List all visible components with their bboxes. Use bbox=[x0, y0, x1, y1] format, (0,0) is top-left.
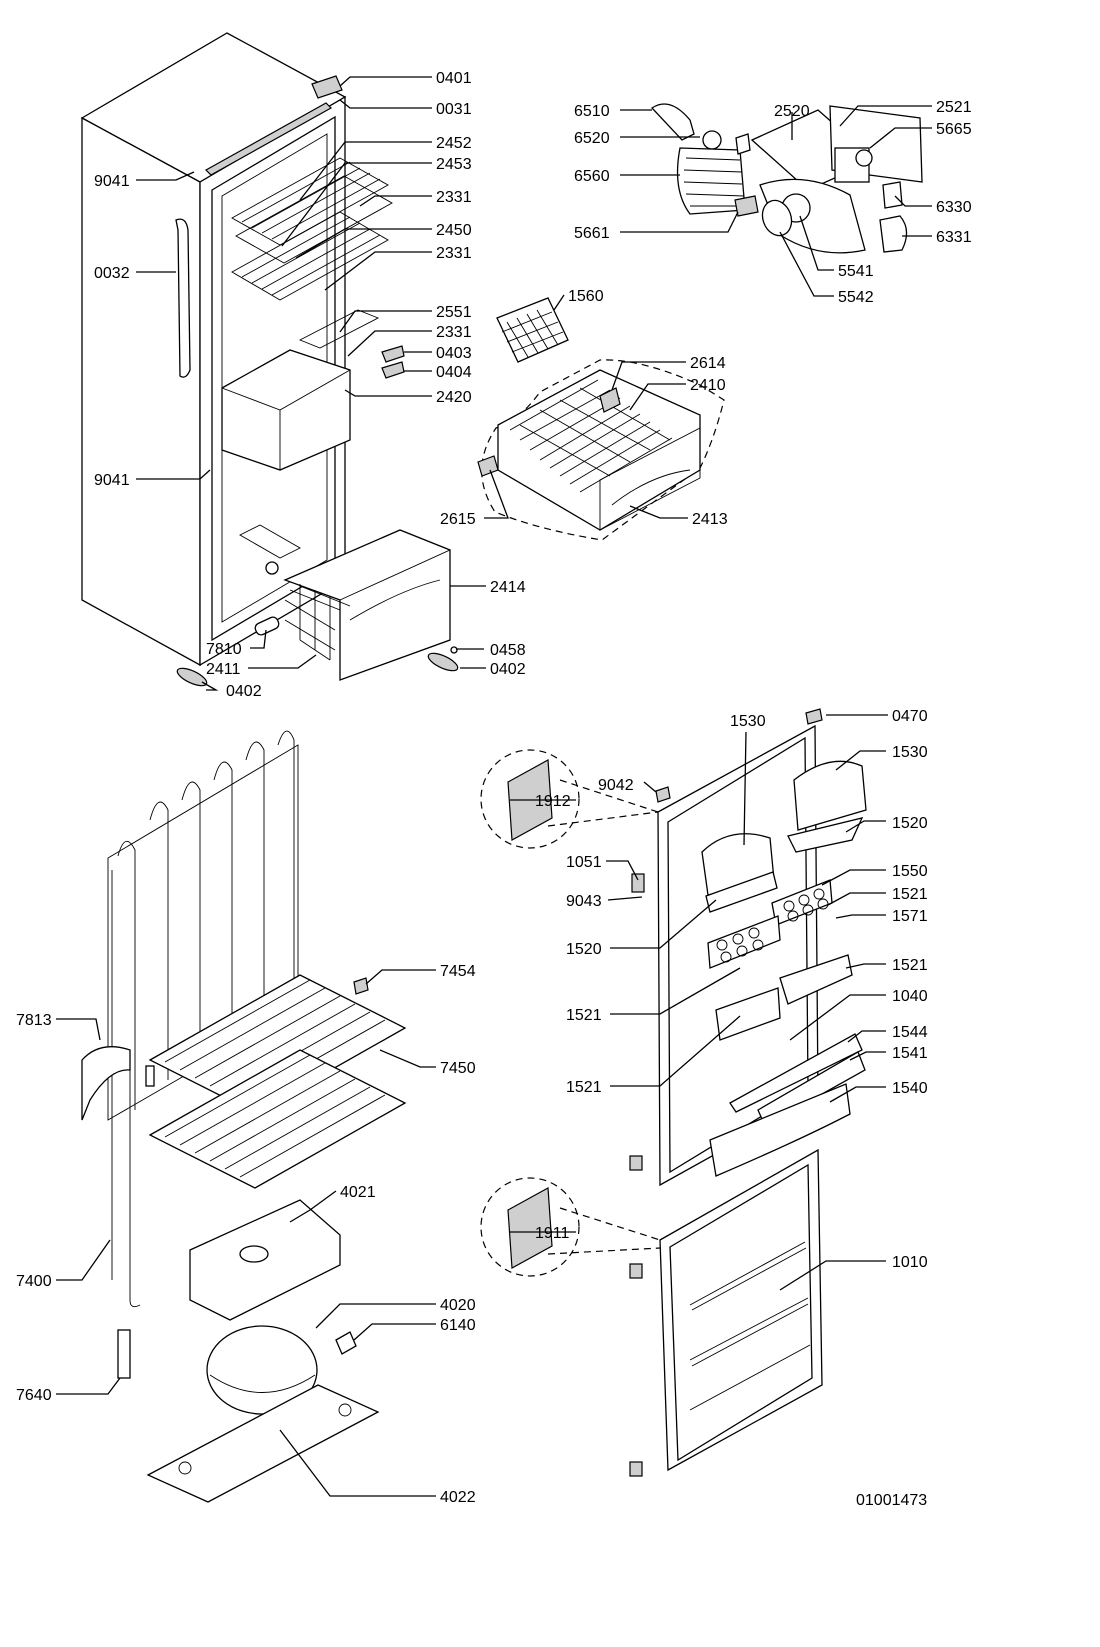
callout-1541: 1541 bbox=[892, 1045, 928, 1062]
callout-2614: 2614 bbox=[690, 355, 726, 372]
callout-5661: 5661 bbox=[574, 225, 610, 242]
callout-1530-b: 1530 bbox=[892, 744, 928, 761]
callout-2615: 2615 bbox=[440, 511, 476, 528]
callout-0470: 0470 bbox=[892, 708, 928, 725]
callout-4022: 4022 bbox=[440, 1489, 476, 1506]
callout-5542: 5542 bbox=[838, 289, 874, 306]
callout-2551: 2551 bbox=[436, 304, 472, 321]
callout-1521-c: 1521 bbox=[566, 1007, 602, 1024]
callout-1010: 1010 bbox=[892, 1254, 928, 1271]
callout-5665: 5665 bbox=[936, 121, 972, 138]
callout-0458: 0458 bbox=[490, 642, 526, 659]
callout-1912: 1912 bbox=[535, 793, 571, 810]
callout-9042: 9042 bbox=[598, 777, 634, 794]
callout-1520-b: 1520 bbox=[566, 941, 602, 958]
callout-2414: 2414 bbox=[490, 579, 526, 596]
callout-2411: 2411 bbox=[206, 661, 241, 678]
callout-0401: 0401 bbox=[436, 70, 472, 87]
callout-7810: 7810 bbox=[206, 641, 242, 658]
callout-6331: 6331 bbox=[936, 229, 972, 246]
callout-2420: 2420 bbox=[436, 389, 472, 406]
callout-4020: 4020 bbox=[440, 1297, 476, 1314]
callout-0404: 0404 bbox=[436, 364, 472, 381]
callout-7454: 7454 bbox=[440, 963, 476, 980]
callout-0031: 0031 bbox=[436, 101, 472, 118]
callout-1540: 1540 bbox=[892, 1080, 928, 1097]
icemaker-drawing bbox=[651, 103, 923, 254]
callout-labels: 0401 0031 2452 2453 2331 2450 2331 2551 … bbox=[16, 70, 972, 1509]
callout-1911: 1911 bbox=[535, 1225, 570, 1242]
callout-0403: 0403 bbox=[436, 345, 472, 362]
leader-lines bbox=[56, 76, 932, 1497]
callout-2520: 2520 bbox=[774, 103, 810, 120]
fridge-door-drawing bbox=[480, 708, 867, 1187]
callout-2450: 2450 bbox=[436, 222, 472, 239]
callout-6140: 6140 bbox=[440, 1317, 476, 1334]
callout-2331-c: 2331 bbox=[436, 324, 472, 341]
callout-1051: 1051 bbox=[566, 854, 602, 871]
cabinet-shelves bbox=[231, 157, 393, 349]
callout-6560: 6560 bbox=[574, 168, 610, 185]
callout-7450: 7450 bbox=[440, 1060, 476, 1077]
evaporator-drawing bbox=[81, 730, 407, 1503]
callout-1521-a: 1521 bbox=[892, 886, 928, 903]
callout-7813: 7813 bbox=[16, 1012, 52, 1029]
callout-2452: 2452 bbox=[436, 135, 472, 152]
callout-5541: 5541 bbox=[838, 263, 874, 280]
callout-2410: 2410 bbox=[690, 377, 726, 394]
callout-1550: 1550 bbox=[892, 863, 928, 880]
drawing-number: 01001473 bbox=[856, 1492, 927, 1509]
callout-6520: 6520 bbox=[574, 130, 610, 147]
callout-7640: 7640 bbox=[16, 1387, 52, 1404]
callout-0032: 0032 bbox=[94, 265, 130, 282]
callout-2331-a: 2331 bbox=[436, 189, 472, 206]
callout-9041-b: 9041 bbox=[94, 472, 130, 489]
callout-6510: 6510 bbox=[574, 103, 610, 120]
callout-2413: 2413 bbox=[692, 511, 728, 528]
callout-1520-a: 1520 bbox=[892, 815, 928, 832]
callout-4021: 4021 bbox=[340, 1184, 376, 1201]
callout-6330: 6330 bbox=[936, 199, 972, 216]
callout-1040: 1040 bbox=[892, 988, 928, 1005]
callout-1530-a: 1530 bbox=[730, 713, 766, 730]
callout-0402-b: 0402 bbox=[490, 661, 526, 678]
callout-1521-d: 1521 bbox=[566, 1079, 602, 1096]
callout-9041-a: 9041 bbox=[94, 173, 130, 190]
callout-1521-b: 1521 bbox=[892, 957, 928, 974]
callout-1571: 1571 bbox=[892, 908, 928, 925]
basket-drawing bbox=[477, 297, 725, 541]
callout-1544: 1544 bbox=[892, 1024, 928, 1041]
callout-0402-a: 0402 bbox=[226, 683, 262, 700]
callout-2521: 2521 bbox=[936, 99, 972, 116]
callout-1560: 1560 bbox=[568, 288, 604, 305]
callout-2453: 2453 bbox=[436, 156, 472, 173]
callout-9043: 9043 bbox=[566, 893, 602, 910]
callout-2331-b: 2331 bbox=[436, 245, 472, 262]
cabinet-drawing bbox=[80, 32, 459, 687]
callout-7400: 7400 bbox=[16, 1273, 52, 1290]
freezer-door-drawing bbox=[480, 1148, 823, 1477]
